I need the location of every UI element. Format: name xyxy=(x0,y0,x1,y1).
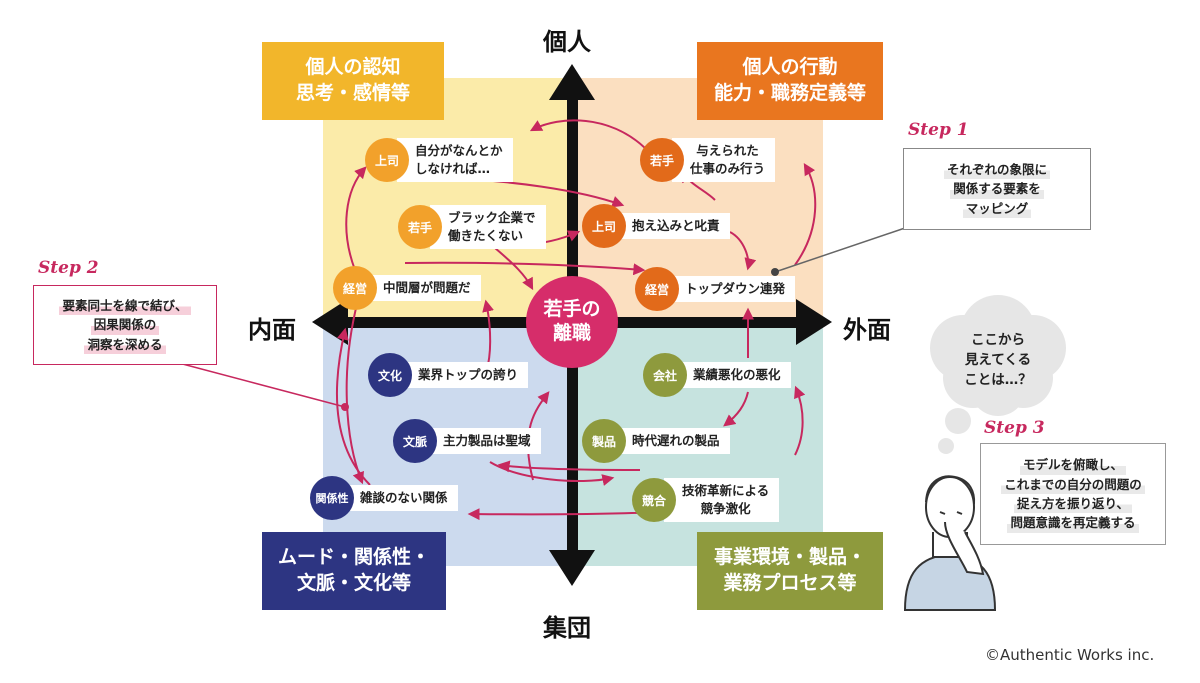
node-text: 業界トップの誇り xyxy=(400,361,529,389)
thought-line: 見えてくる xyxy=(964,351,1032,368)
node-text: 抱え込みと叱責 xyxy=(614,212,730,240)
center-youth-turnover: 若手の 離職 xyxy=(526,276,618,368)
node-text-line: 技術革新による xyxy=(682,483,770,498)
step2-line: 因果関係の xyxy=(90,315,160,335)
node-badge: 経営 xyxy=(333,266,377,310)
node-text-line: 仕事のみ行う xyxy=(690,161,766,177)
node-management-middle-layer: 経営 中間層が問題だ xyxy=(333,266,481,310)
node-text-line: 雑談のない関係 xyxy=(360,489,448,505)
node-management-top-down: 経営 トップダウン連発 xyxy=(635,267,796,311)
node-badge: 若手 xyxy=(398,205,442,250)
node-boss-must-handle: 上司 自分がなんとか しなければ… xyxy=(365,138,513,183)
node-badge: 上司 xyxy=(582,204,626,248)
step3-label: Step 3 xyxy=(984,418,1045,438)
node-badge: 製品 xyxy=(582,419,626,463)
step1-label: Step 1 xyxy=(908,120,969,140)
node-text-line: 業界トップの誇り xyxy=(418,366,519,382)
quadrant-title-mood-relations: ムード・関係性・ 文脈・文化等 xyxy=(262,532,446,610)
node-competitor-innovation: 競合 技術革新による 競争激化 xyxy=(632,478,780,523)
copyright-text: ©Authentic Works inc. xyxy=(985,646,1155,664)
quadrant-title-individual-cognition: 個人の認知 思考・感情等 xyxy=(262,42,444,120)
node-text-line: 中間層が問題だ xyxy=(383,279,471,295)
center-line: 離職 xyxy=(552,322,591,344)
quadrant-title-line: 文脈・文化等 xyxy=(296,572,411,594)
quadrant-title-line: 業務プロセス等 xyxy=(723,572,857,594)
axis-label-inner: 内面 xyxy=(248,316,296,344)
axis-label-outer: 外面 xyxy=(843,316,891,344)
node-text: 技術革新による 競争激化 xyxy=(664,478,780,523)
node-company-worsening-performance: 会社 業績悪化の悪化 xyxy=(643,353,791,397)
quadrant-title-line: 能力・職務定義等 xyxy=(713,82,866,104)
node-relation-no-smalltalk: 関係性 雑談のない関係 xyxy=(310,476,458,520)
step3-line: 捉え方を振り返り、 xyxy=(1013,494,1132,514)
node-text: ブラック企業で 働きたくない xyxy=(430,205,546,250)
quadrant-title-line: 個人の行動 xyxy=(742,56,838,79)
quadrant-title-line: 思考・感情等 xyxy=(295,82,410,104)
node-text: 与えられた 仕事のみ行う xyxy=(672,138,776,183)
node-text-line: 自分がなんとか xyxy=(415,143,503,158)
step2-line: 洞察を深める xyxy=(84,334,166,355)
thinking-person-illustration xyxy=(903,475,997,611)
node-youth-avoid-black-company: 若手 ブラック企業で 働きたくない xyxy=(398,205,546,250)
axis-label-individual: 個人 xyxy=(543,28,591,56)
node-text-line: 抱え込みと叱責 xyxy=(632,217,720,233)
step3-line: 問題意識を再定義する xyxy=(1007,513,1139,533)
step2-box: 要素同士を線で結び、 因果関係の 洞察を深める xyxy=(33,285,217,365)
node-badge: 上司 xyxy=(365,138,409,183)
node-text-line: 働きたくない xyxy=(448,228,524,244)
axis-label-collective: 集団 xyxy=(543,614,591,642)
step3-line: これまでの自分の問題の xyxy=(1001,474,1145,494)
node-text-line: 主力製品は聖域 xyxy=(443,432,531,448)
node-badge: 競合 xyxy=(632,478,676,523)
node-text: 主力製品は聖域 xyxy=(425,427,541,455)
quadrant-title-business-environment: 事業環境・製品・ 業務プロセス等 xyxy=(697,532,883,610)
node-badge: 経営 xyxy=(635,267,679,311)
node-badge: 文化 xyxy=(368,353,412,397)
quadrant-title-line: ムード・関係性・ xyxy=(277,546,430,569)
thought-cloud-text: ここから 見えてくる ことは…？ xyxy=(948,310,1048,410)
node-text: トップダウン連発 xyxy=(667,275,796,303)
step1-line: それぞれの象限に xyxy=(943,159,1050,180)
node-text: 業績悪化の悪化 xyxy=(675,361,791,389)
thought-line: ことは…？ xyxy=(964,372,1032,389)
step3-line: モデルを俯瞰し、 xyxy=(1019,455,1126,475)
node-boss-hoarding-scolding: 上司 抱え込みと叱責 xyxy=(582,204,730,248)
node-text-line: ブラック企業で xyxy=(448,210,536,225)
node-text-line: 与えられた xyxy=(696,143,759,158)
step3-box: モデルを俯瞰し、 これまでの自分の問題の 捉え方を振り返り、 問題意識を再定義す… xyxy=(980,443,1166,545)
node-text: 時代遅れの製品 xyxy=(614,427,730,455)
step2-line: 要素同士を線で結び、 xyxy=(59,295,191,316)
node-badge: 文脈 xyxy=(393,419,437,463)
quadrant-title-line: 事業環境・製品・ xyxy=(713,546,866,569)
node-youth-assigned-work-only: 若手 与えられた 仕事のみ行う xyxy=(640,138,776,183)
node-text: 雑談のない関係 xyxy=(342,484,458,512)
step2-label: Step 2 xyxy=(38,258,99,278)
thought-cloud-shape xyxy=(930,295,1066,454)
node-product-outdated: 製品 時代遅れの製品 xyxy=(582,419,730,463)
quadrant-title-individual-behavior: 個人の行動 能力・職務定義等 xyxy=(697,42,883,120)
node-text-line: しなければ… xyxy=(415,161,491,177)
node-culture-industry-pride: 文化 業界トップの誇り xyxy=(368,353,529,397)
node-text: 中間層が問題だ xyxy=(365,274,481,302)
center-line: 若手の xyxy=(543,298,601,321)
step-leader-lines xyxy=(174,227,906,411)
node-text-line: 時代遅れの製品 xyxy=(632,432,720,448)
node-text-line: 業績悪化の悪化 xyxy=(693,366,781,382)
node-badge: 若手 xyxy=(640,138,684,183)
quadrant-title-line: 個人の認知 xyxy=(305,56,401,79)
step1-line: マッピング xyxy=(962,198,1032,219)
node-text: 自分がなんとか しなければ… xyxy=(397,138,513,183)
node-badge: 関係性 xyxy=(310,476,354,520)
node-text-line: 競争激化 xyxy=(700,501,751,517)
node-text-line: トップダウン連発 xyxy=(685,280,786,296)
node-badge: 会社 xyxy=(643,353,687,397)
node-context-sacred-product: 文脈 主力製品は聖域 xyxy=(393,419,541,463)
thought-line: ここから xyxy=(971,331,1025,348)
step1-line: 関係する要素を xyxy=(950,179,1044,199)
step1-box: それぞれの象限に 関係する要素を マッピング xyxy=(903,148,1091,230)
